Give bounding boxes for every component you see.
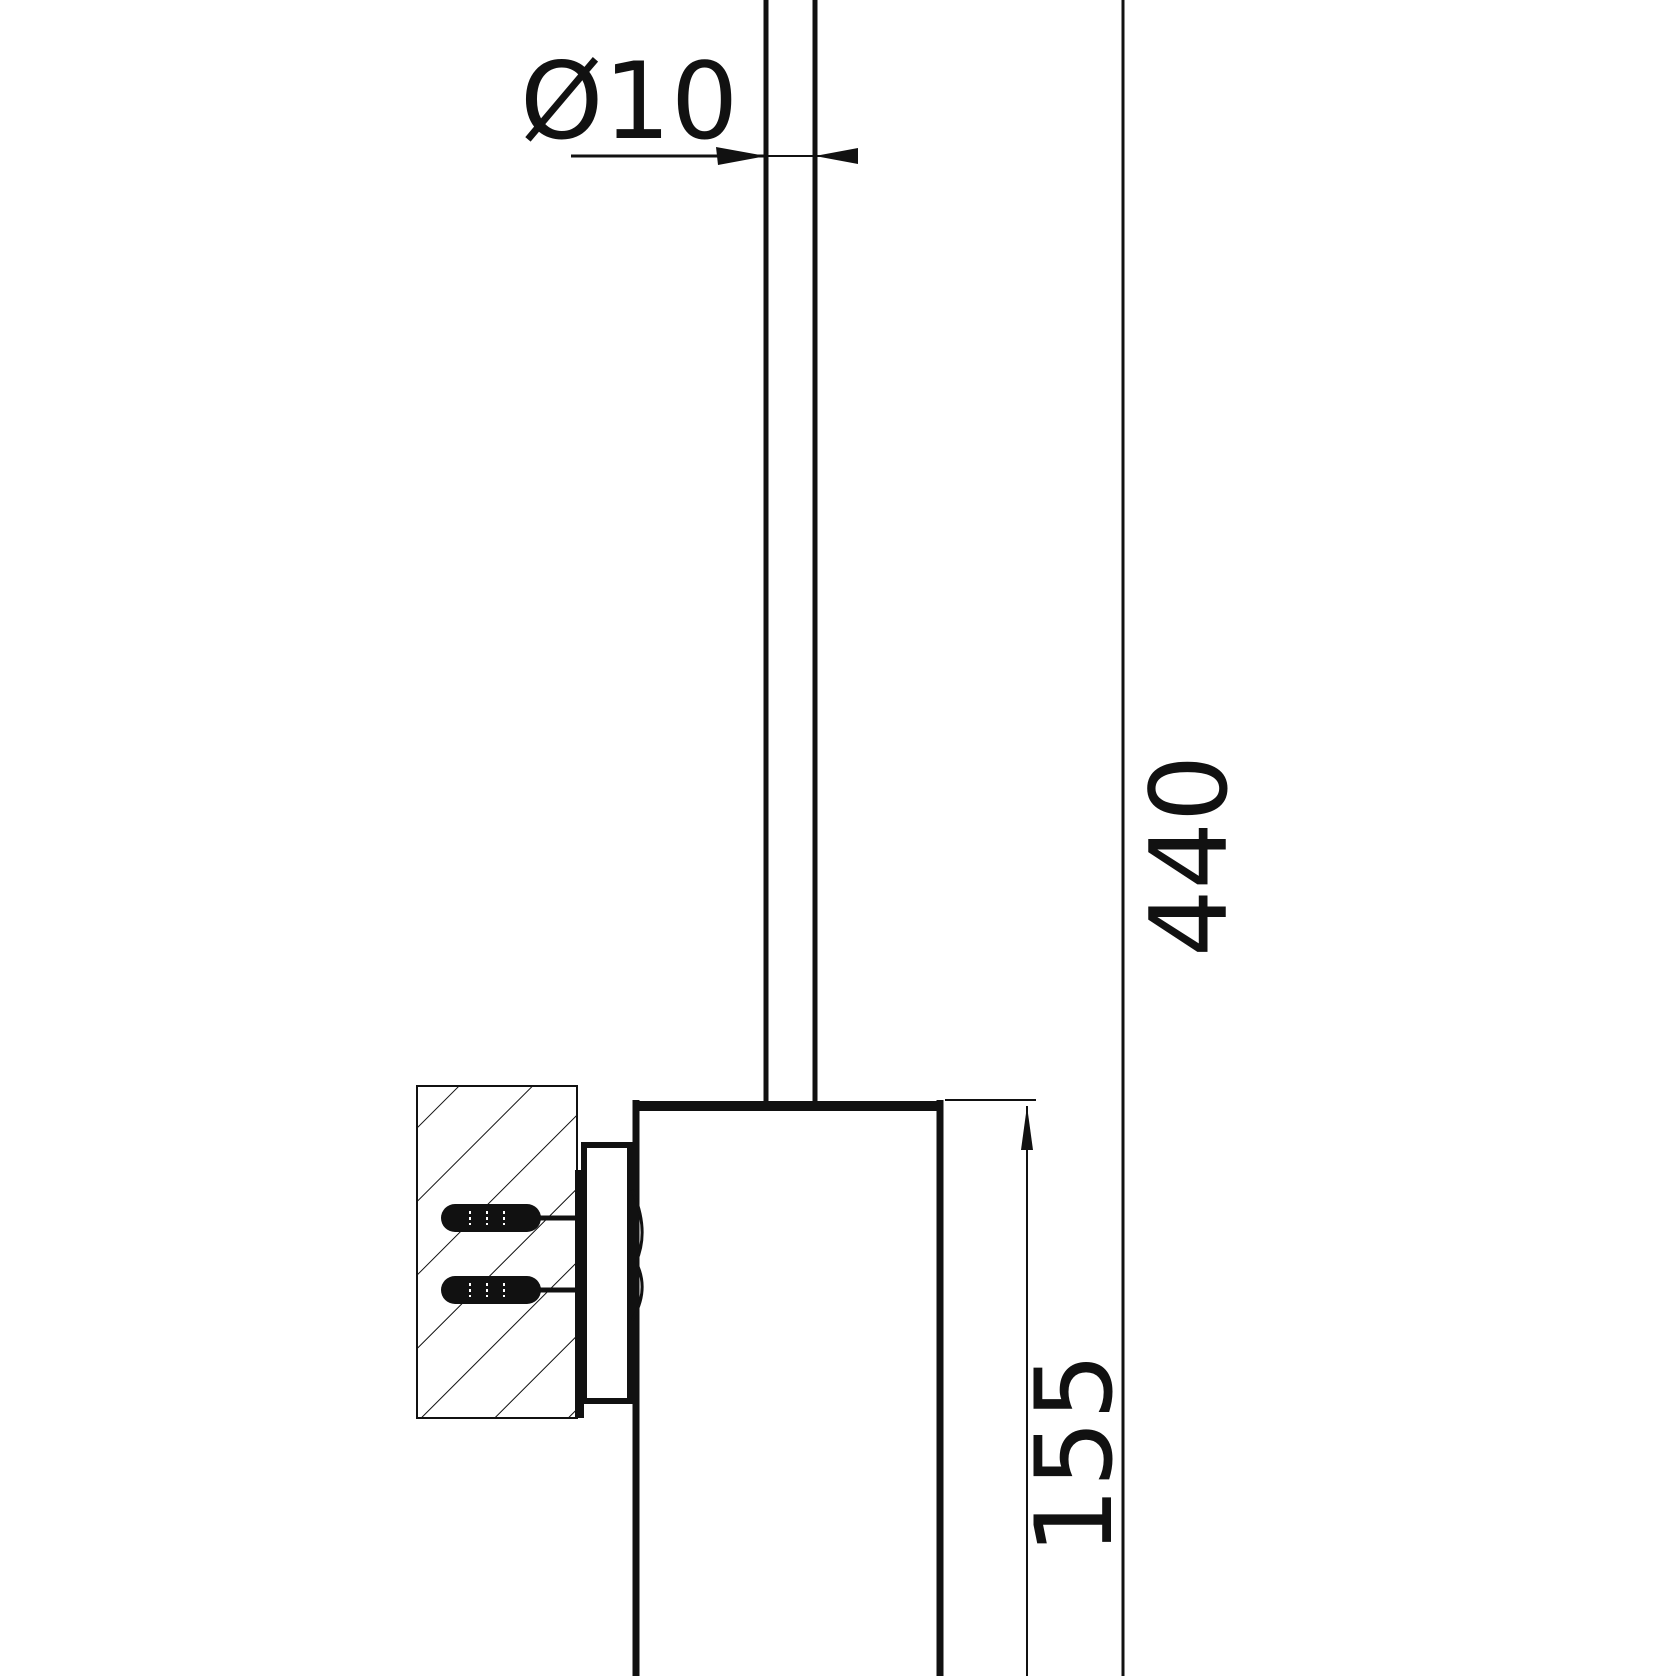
rod-diameter-label: Ø10 xyxy=(520,40,738,163)
holder-height-dimension: 155 xyxy=(945,1099,1136,1676)
total-height-label: 440 xyxy=(1128,755,1251,957)
rod-diameter-dimension: Ø10 xyxy=(520,40,858,165)
wall-screws xyxy=(441,1204,577,1304)
wall-section xyxy=(416,1085,578,1419)
dimension-arrow-left xyxy=(716,147,766,165)
holder-height-label: 155 xyxy=(1013,1353,1136,1555)
screw-lower xyxy=(441,1276,577,1304)
holder-body xyxy=(632,1100,944,1676)
dimension-arrow-up xyxy=(1021,1106,1033,1150)
total-height-dimension: 440 xyxy=(1121,0,1251,1676)
screw-upper xyxy=(441,1204,577,1232)
dimension-arrow-right xyxy=(815,148,858,164)
brush-rod xyxy=(763,0,818,1104)
wall-bracket xyxy=(575,1142,644,1418)
